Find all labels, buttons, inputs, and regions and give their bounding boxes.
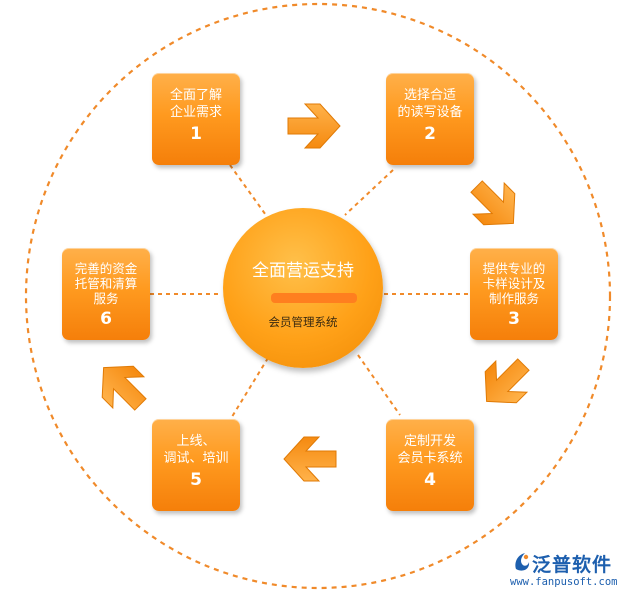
connector-5 (229, 357, 269, 421)
arrow-right-icon (287, 103, 341, 149)
connector-4 (357, 354, 401, 416)
connector-2 (344, 169, 394, 216)
step-6-box: 完善的资金 托管和清算 服务 6 (62, 248, 150, 340)
logo-url: www.fanpusoft.com (510, 576, 618, 588)
step-4-box: 定制开发 会员卡系统 4 (386, 419, 474, 511)
logo-name: 泛普软件 (532, 554, 613, 576)
outer-dashed-circle (24, 2, 612, 590)
step-4-number: 4 (424, 470, 436, 490)
step-6-number: 6 (100, 309, 112, 329)
step-1-box: 全面了解 企业需求 1 (152, 73, 240, 165)
step-1-number: 1 (190, 124, 202, 144)
center-subtitle: 会员管理系统 (268, 315, 338, 329)
step-5-label: 上线、 调试、培训 (163, 434, 229, 466)
step-1-label: 全面了解 企业需求 (169, 88, 222, 120)
step-3-label: 提供专业的 卡样设计及 制作服务 (482, 261, 546, 306)
brand-logo: 泛普软件 www.fanpusoft.com (510, 549, 638, 593)
arrow-left-icon (283, 436, 337, 482)
connector-1 (229, 164, 269, 219)
center-circle: 全面营运支持 会员管理系统 (223, 208, 383, 368)
logo-swirl-icon (515, 553, 530, 571)
arrow-up-left-icon (101, 365, 147, 411)
center-title: 全面营运支持 (252, 261, 354, 281)
step-2-label: 选择合适 的读写设备 (397, 88, 463, 120)
arrow-down-left-icon (484, 358, 530, 404)
step-5-box: 上线、 调试、培训 5 (152, 419, 240, 511)
arrow-down-right-icon (470, 180, 516, 226)
step-2-box: 选择合适 的读写设备 2 (386, 73, 474, 165)
center-highlight-bar (271, 293, 357, 303)
step-4-label: 定制开发 会员卡系统 (397, 434, 463, 466)
step-3-box: 提供专业的 卡样设计及 制作服务 3 (470, 248, 558, 340)
step-5-number: 5 (190, 470, 202, 490)
step-2-number: 2 (424, 124, 436, 144)
step-3-number: 3 (508, 309, 520, 329)
step-6-label: 完善的资金 托管和清算 服务 (74, 261, 138, 306)
